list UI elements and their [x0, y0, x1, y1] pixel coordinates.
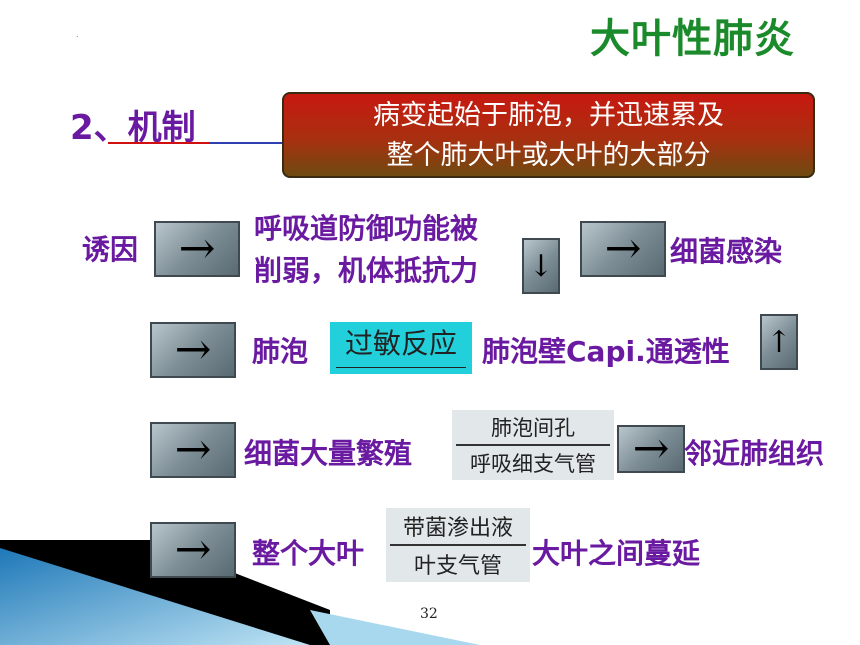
reaction-arrow-line: [336, 367, 466, 368]
defense-line-1: 呼吸道防御功能被: [254, 212, 479, 245]
fraction-denominator: 叶支气管: [413, 554, 502, 579]
down-arrow-box: ↓: [522, 238, 560, 294]
arrow-box-3: →: [150, 322, 236, 378]
arrow-box-2: →: [580, 221, 666, 277]
fraction-numerator: 肺泡间孔: [491, 416, 575, 440]
slide-title: 大叶性肺炎: [590, 16, 795, 62]
right-arrow-icon: →: [174, 524, 212, 575]
heading-underline-blue: [210, 142, 288, 144]
up-arrow-box: ↑: [760, 314, 798, 370]
pathway-fraction-1: 肺泡间孔 呼吸细支气管: [452, 410, 614, 480]
callout-line-1: 病变起始于肺泡，并迅速累及: [373, 100, 724, 131]
heading-underline: [108, 142, 288, 144]
fraction-numerator: 带菌渗出液: [402, 516, 513, 541]
lobe-label: 整个大叶: [252, 537, 365, 570]
callout-line-2: 整个肺大叶或大叶的大部分: [386, 140, 711, 171]
bacteria-label: 细菌大量繁殖: [244, 437, 413, 470]
fraction-bar: [390, 544, 526, 546]
decorative-dot: .: [76, 30, 79, 39]
cause-label: 诱因: [82, 233, 139, 266]
right-arrow-icon: →: [632, 423, 670, 474]
page-number: 32: [420, 606, 438, 622]
arrow-box-1: →: [154, 221, 240, 277]
arrow-box-6: →: [150, 522, 236, 578]
fraction-denominator: 呼吸细支气管: [470, 452, 596, 476]
arrow-box-4: →: [150, 422, 236, 478]
right-arrow-icon: →: [604, 223, 642, 274]
callout-box: 病变起始于肺泡，并迅速累及 整个肺大叶或大叶的大部分: [282, 92, 815, 178]
right-arrow-icon: →: [174, 324, 212, 375]
allergic-reaction-box: 过敏反应: [330, 322, 472, 374]
adjacent-tissue-label: 邻近肺组织: [684, 437, 825, 470]
alveoli-label: 肺泡: [252, 335, 309, 368]
right-arrow-icon: →: [174, 424, 212, 475]
spread-label: 大叶之间蔓延: [532, 537, 701, 570]
permeability-label: 肺泡壁Capi.通透性: [482, 335, 730, 368]
section-heading: 2、机制: [70, 108, 196, 148]
down-arrow-icon: ↓: [528, 248, 554, 284]
fraction-bar: [456, 444, 610, 446]
up-arrow-icon: ↑: [766, 324, 792, 360]
defense-line-2: 削弱，机体抵抗力: [254, 254, 479, 287]
allergic-reaction-label: 过敏反应: [344, 327, 457, 360]
infection-label: 细菌感染: [670, 235, 783, 268]
pathway-fraction-2: 带菌渗出液 叶支气管: [386, 508, 530, 582]
right-arrow-icon: →: [178, 223, 216, 274]
corner-decoration: [0, 540, 480, 645]
arrow-box-5: →: [617, 425, 685, 473]
